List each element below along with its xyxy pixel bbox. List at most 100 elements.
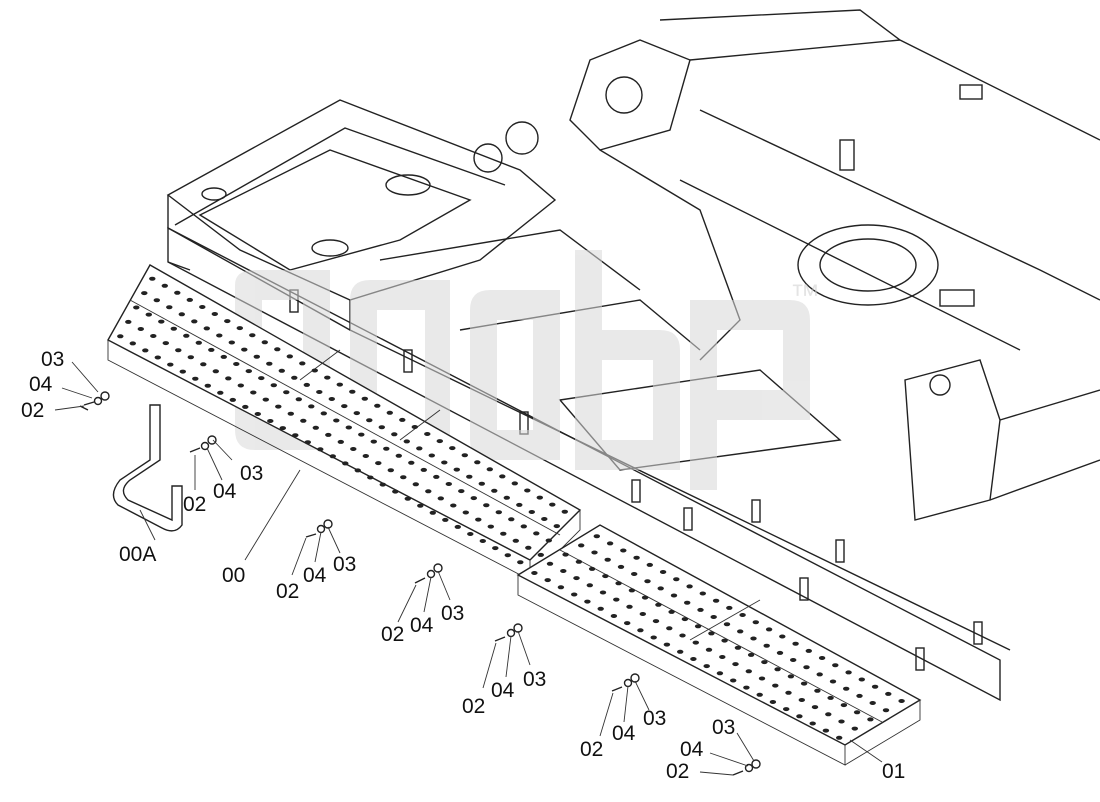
perforation-hole [400, 475, 407, 480]
perforation-hole [349, 389, 356, 394]
handrail-00A [112, 404, 183, 532]
callout-03: 03 [523, 668, 546, 691]
perforation-hole [179, 369, 186, 374]
perforation-hole [670, 593, 678, 598]
perforation-hole [329, 454, 336, 459]
perforation-hole [814, 688, 821, 693]
perforation-hole [708, 631, 715, 636]
perforation-hole [800, 681, 808, 686]
perforation-hole [747, 652, 755, 657]
perforation-hole [337, 439, 344, 444]
perforation-hole [466, 474, 473, 479]
step-plate-00 [107, 264, 582, 581]
callout-03: 03 [441, 602, 464, 625]
perforation-hole [769, 700, 777, 704]
perforation-hole [133, 305, 140, 310]
perforation-hole [328, 397, 335, 401]
perforation-hole [528, 510, 535, 514]
callout-02: 02 [183, 493, 206, 516]
perforation-hole [545, 538, 552, 543]
perforation-hole [436, 439, 443, 444]
perforation-hole [429, 510, 436, 515]
perforation-hole [250, 390, 257, 395]
perforation-hole [803, 665, 810, 670]
perforation-hole [229, 397, 236, 402]
perforation-hole [752, 620, 759, 625]
perforation-hole [639, 612, 646, 616]
perforation-hole [453, 467, 460, 472]
perforation-hole [858, 677, 865, 682]
perforation-hole [354, 468, 361, 473]
step-plate-01 [516, 524, 922, 766]
perforation-hole [606, 541, 614, 546]
perforation-hole [274, 347, 281, 352]
perforation-hole [424, 432, 431, 436]
watermark-trademark: ™ [790, 279, 820, 312]
perforation-hole [262, 397, 269, 402]
perforation-hole [350, 447, 357, 451]
perforation-hole [216, 333, 223, 338]
perforation-hole [362, 454, 369, 458]
perforation-hole [617, 564, 625, 569]
perforation-hole [557, 585, 565, 590]
perforation-hole [249, 333, 256, 338]
perforation-hole [673, 577, 680, 582]
perforation-hole [571, 592, 578, 597]
perforation-hole [325, 432, 332, 437]
perforation-hole [154, 355, 161, 360]
step-plate-00-holes [117, 276, 568, 572]
callout-03: 03 [643, 707, 666, 730]
perforation-hole [278, 368, 285, 373]
perforation-hole [776, 650, 784, 655]
perforation-hole [208, 347, 215, 352]
perforation-hole [345, 425, 352, 430]
perforation-hole [516, 502, 523, 507]
perforation-hole [743, 685, 750, 690]
perforation-hole [487, 524, 494, 529]
perforation-hole [602, 574, 609, 579]
perforation-hole [353, 411, 360, 416]
perforation-hole [161, 283, 168, 288]
perforation-hole [517, 560, 524, 565]
perforation-hole [420, 467, 427, 472]
perforation-hole [631, 572, 638, 576]
perforation-hole [283, 390, 290, 395]
perforation-hole [690, 657, 697, 661]
perforation-hole [573, 576, 580, 581]
perforation-hole [597, 606, 604, 611]
perforation-hole [787, 674, 795, 679]
perforation-hole [822, 728, 830, 733]
callout-00A: 00A [119, 543, 156, 566]
callout-02: 02 [666, 760, 689, 783]
perforation-hole [666, 626, 673, 631]
perforation-hole [311, 368, 318, 373]
perforation-hole [588, 566, 596, 571]
perforation-hole [442, 517, 449, 522]
perforation-hole [478, 481, 485, 486]
perforation-hole [404, 496, 411, 501]
perforation-hole [726, 605, 733, 610]
perforation-hole [750, 636, 757, 641]
perforation-hole [610, 614, 618, 618]
perforation-hole [796, 714, 803, 719]
perforation-hole [836, 735, 843, 740]
perforation-hole [646, 562, 653, 567]
perforation-hole [739, 613, 746, 617]
perforation-hole [663, 642, 671, 647]
step-plate-01-holes [531, 534, 905, 740]
perforation-hole [536, 495, 543, 500]
leader-lines [54, 361, 883, 776]
perforation-hole [304, 440, 311, 445]
callout-02: 02 [580, 738, 603, 761]
perforation-hole [537, 552, 544, 557]
perforation-hole [417, 503, 424, 508]
perforation-hole [851, 726, 858, 731]
perforation-hole [684, 600, 691, 605]
perforation-hole [153, 298, 160, 303]
perforation-hole [853, 710, 861, 715]
perforation-hole [479, 539, 486, 543]
perforation-hole [395, 453, 402, 458]
perforation-hole [641, 595, 649, 600]
